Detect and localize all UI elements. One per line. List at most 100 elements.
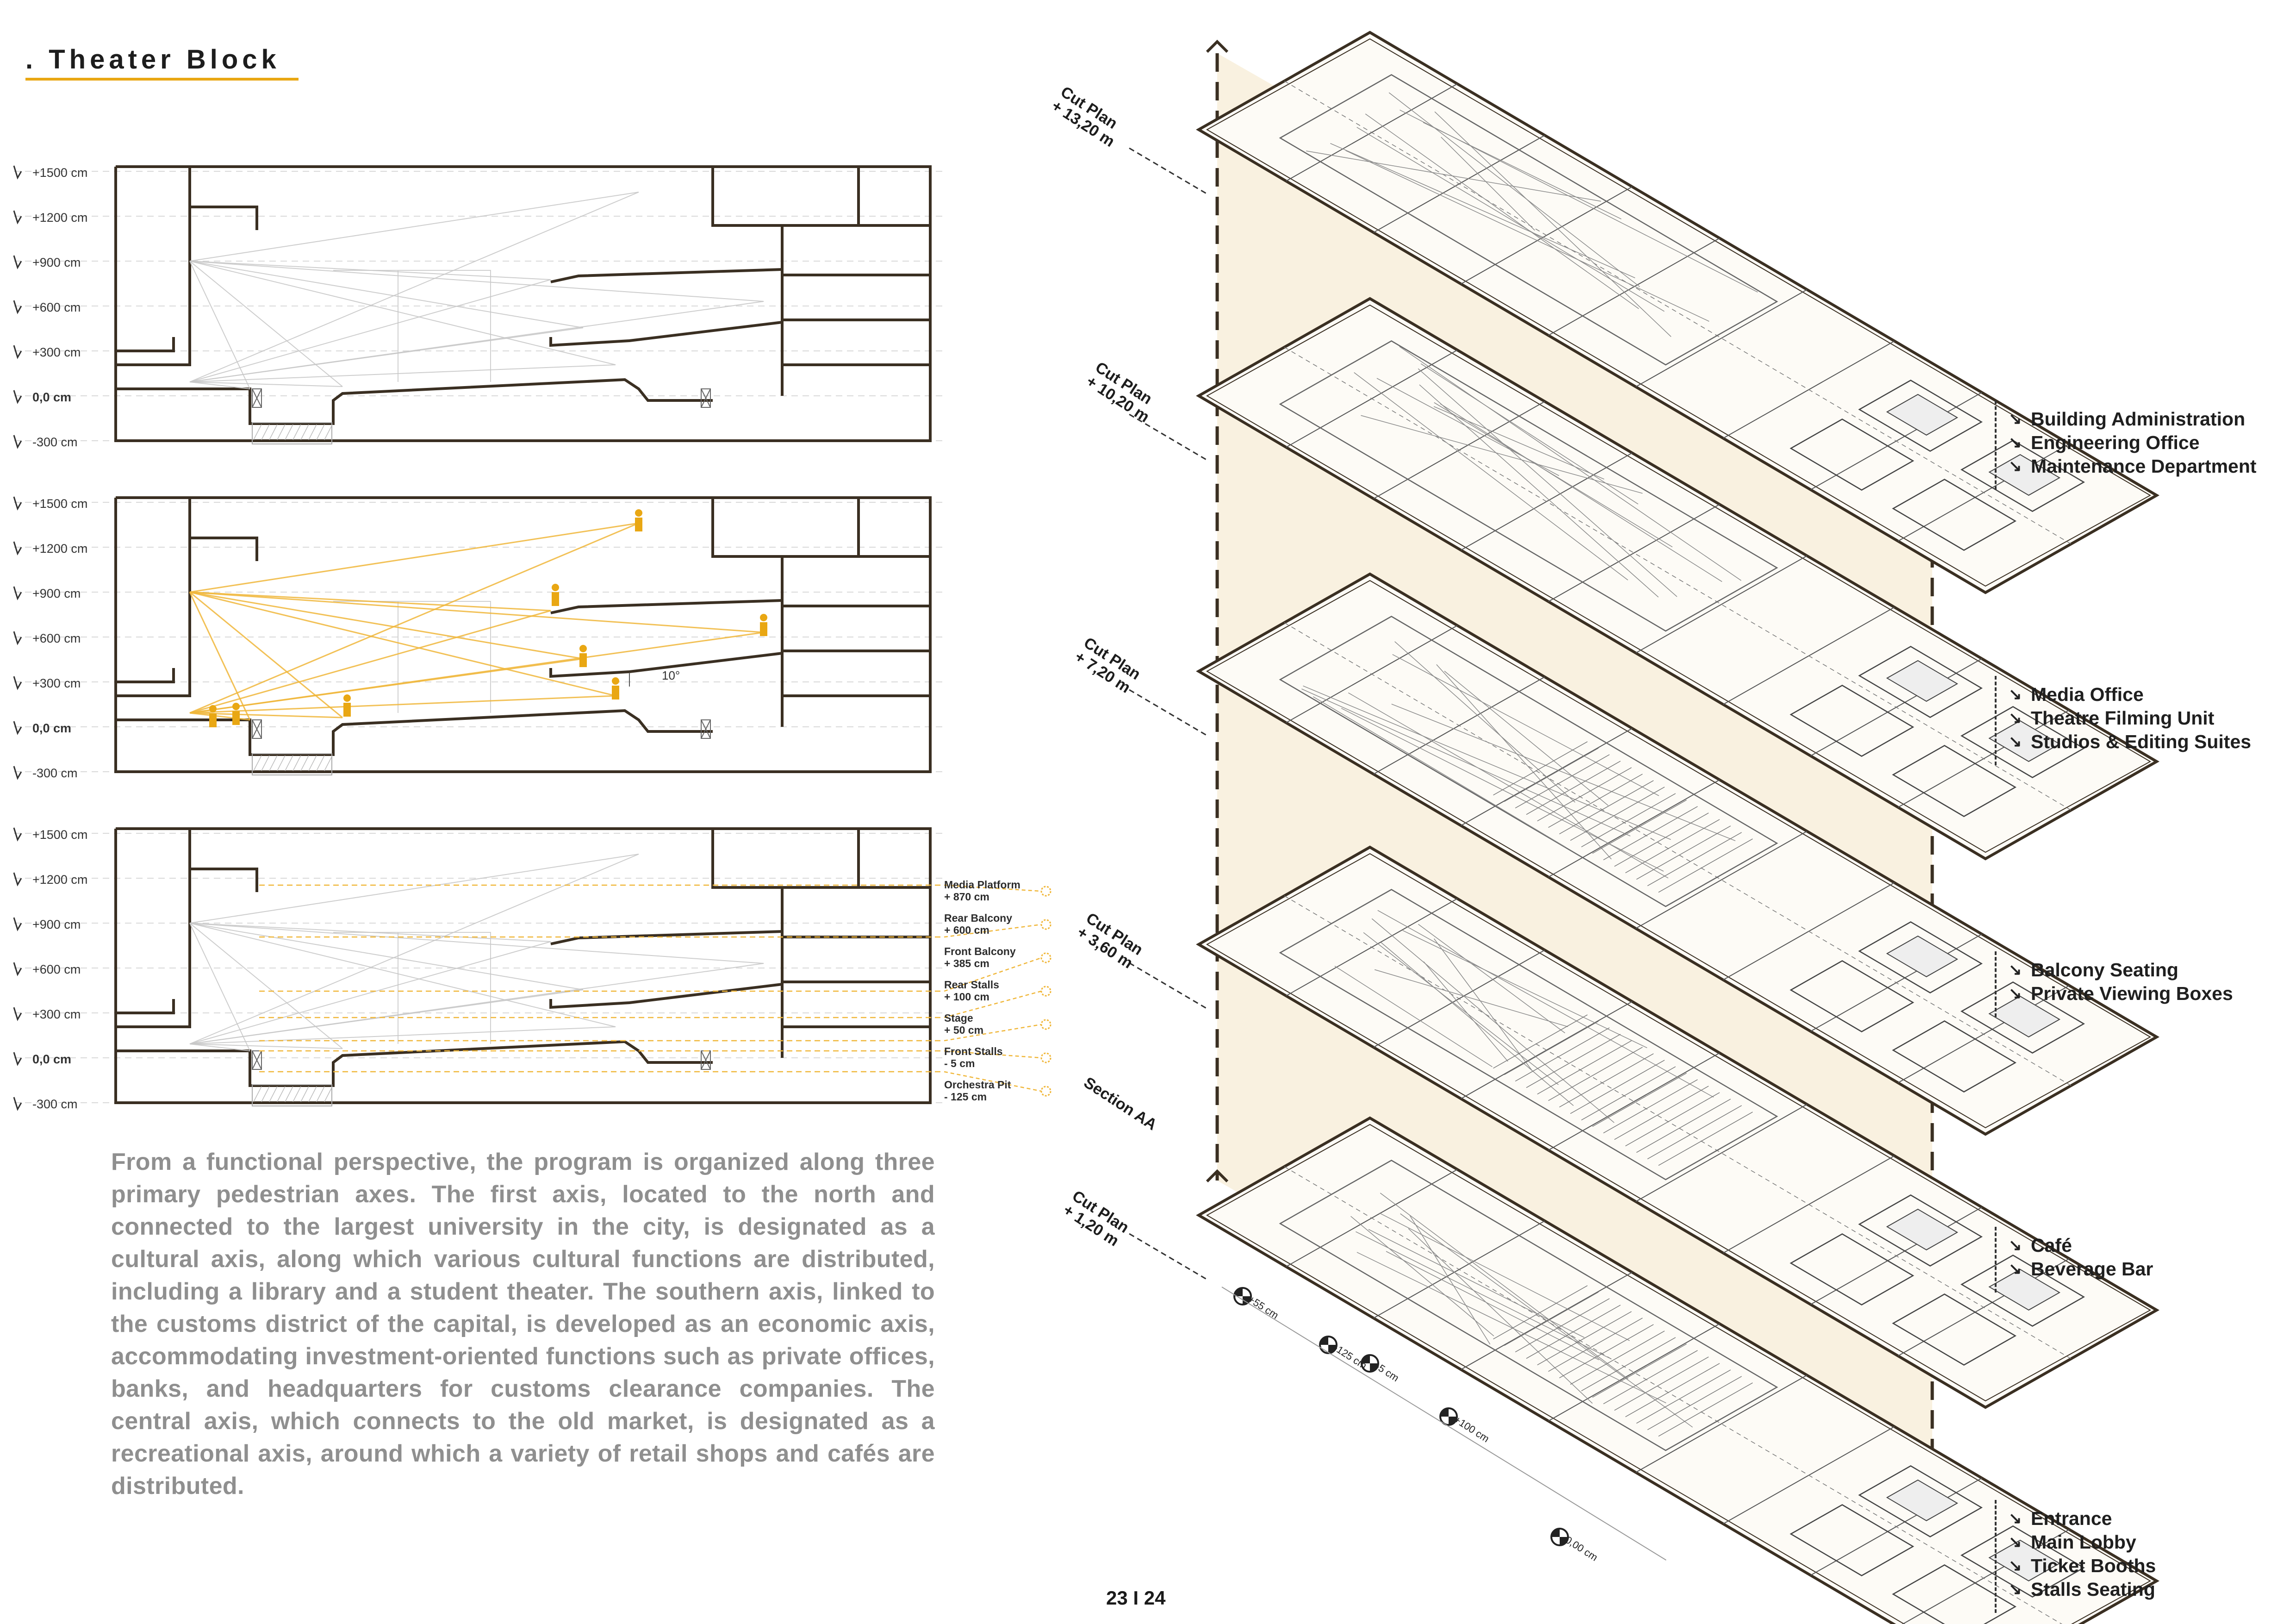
- left-low-slab: [116, 999, 174, 1013]
- pit-hatch: [269, 756, 277, 771]
- level-label: +1500 cm: [32, 497, 87, 511]
- column-brace: [252, 389, 261, 407]
- stage-grid: [333, 270, 491, 382]
- annotation-name: Rear Stalls: [944, 979, 999, 991]
- left-upper-box: [190, 538, 257, 561]
- program-item: ↘Entrance: [2009, 1507, 2156, 1530]
- sight-line: [190, 923, 616, 1027]
- slope-label: 10°: [662, 668, 680, 682]
- level-label: +300 cm: [32, 676, 81, 691]
- left-low-slab: [116, 337, 174, 351]
- section-drawing-2: 10°: [14, 497, 944, 778]
- section-annotation: Stage+ 50 cm: [944, 1012, 983, 1036]
- level-label: +1200 cm: [32, 211, 87, 225]
- program-item-label: Beverage Bar: [2031, 1258, 2153, 1280]
- level-label: 0,0 cm: [32, 1052, 71, 1067]
- program-list: ↘Building Administration↘Engineering Off…: [2009, 407, 2257, 478]
- program-item: ↘ Private Viewing Boxes: [2009, 982, 2233, 1006]
- pit-hatch: [317, 1087, 324, 1102]
- program-bracket-line: [1995, 400, 1997, 490]
- program-item-label: Private Viewing Boxes: [2031, 983, 2233, 1004]
- page-title: . Theater Block: [25, 44, 280, 75]
- program-item: ↘Studios & Editing Suites: [2009, 730, 2251, 754]
- program-bracket-line: [1995, 1227, 1997, 1293]
- annotation-name: Front Stalls: [944, 1045, 1003, 1057]
- section-drawing-1: [14, 166, 944, 447]
- annotation-value: + 385 cm: [944, 957, 1016, 969]
- annotation-value: + 100 cm: [944, 991, 999, 1003]
- program-item-label: Entrance: [2031, 1508, 2112, 1529]
- level-label: +600 cm: [32, 962, 81, 977]
- arrow-down-right-icon: ↘: [2009, 683, 2022, 706]
- pit-hatch: [324, 756, 332, 771]
- front-balcony: [551, 984, 782, 1007]
- stalls-floor: [116, 380, 713, 424]
- arrow-down-right-icon: ↘: [2009, 982, 2022, 1006]
- program-list: ↘Balcony Seating↘ Private Viewing Boxes: [2009, 958, 2233, 1006]
- figure-body: [760, 622, 767, 636]
- pit-hatch: [293, 425, 301, 440]
- column-brace: [701, 720, 710, 738]
- annotation-value: - 5 cm: [944, 1057, 1003, 1069]
- program-item: ↘Beverage Bar: [2009, 1257, 2153, 1281]
- pit-hatch: [309, 1087, 317, 1102]
- sight-line: [190, 280, 551, 382]
- pit-hatch: [317, 425, 324, 440]
- program-item: ↘Balcony Seating: [2009, 958, 2233, 982]
- rear-balcony: [551, 269, 782, 282]
- arrow-down-right-icon: ↘: [2009, 407, 2022, 431]
- pit-hatch: [285, 425, 293, 440]
- program-item: ↘ Building Administration: [2009, 407, 2257, 431]
- column-brace: [252, 1051, 261, 1069]
- level-label: 0,0 cm: [32, 390, 71, 405]
- arrow-down-right-icon: ↘: [2009, 1554, 2022, 1578]
- pit-hatch: [261, 756, 269, 771]
- front-balcony: [551, 322, 782, 345]
- theater-sections-drawing: 10°: [0, 139, 1064, 1139]
- pit-hatch: [301, 756, 309, 771]
- figure-head: [579, 645, 587, 652]
- section-annotation: Rear Balcony+ 600 cm: [944, 912, 1012, 936]
- pit-hatch: [317, 756, 324, 771]
- program-item: ↘Main Lobby: [2009, 1530, 2156, 1554]
- program-list: ↘Entrance↘Main Lobby↘Ticket Booths↘Stall…: [2009, 1507, 2156, 1601]
- program-item-label: Studios & Editing Suites: [2031, 731, 2251, 752]
- sight-line: [190, 261, 764, 301]
- pit-hatch: [309, 756, 317, 771]
- program-bracket-line: [1995, 676, 1997, 765]
- level-label: +300 cm: [32, 1007, 81, 1022]
- figure-head: [760, 614, 767, 621]
- arrow-down-right-icon: ↘: [2009, 431, 2022, 455]
- pit-hatch: [301, 425, 309, 440]
- annotation-name: Stage: [944, 1012, 983, 1024]
- program-item-label: Building Administration: [2031, 408, 2245, 430]
- pit-hatch: [324, 1087, 332, 1102]
- program-item-label: Media Office: [2031, 684, 2144, 705]
- annotation-value: + 50 cm: [944, 1024, 983, 1036]
- left-core-wall: [116, 498, 190, 696]
- level-label: +600 cm: [32, 300, 81, 315]
- program-bracket-line: [1995, 1500, 1997, 1613]
- annotation-value: + 600 cm: [944, 924, 1012, 936]
- figure-body: [612, 686, 619, 700]
- rear-balcony: [551, 600, 782, 613]
- stalls-floor: [116, 711, 713, 755]
- arrow-down-right-icon: ↘: [2009, 1234, 2022, 1257]
- column-brace: [701, 1051, 710, 1069]
- pit-hatch: [285, 756, 293, 771]
- left-low-slab: [116, 668, 174, 682]
- program-list: ↘Café↘Beverage Bar: [2009, 1234, 2153, 1281]
- cut-leader: [1129, 148, 1208, 194]
- annotation-name: Media Platform: [944, 879, 1020, 891]
- program-item: ↘Maintenance Department: [2009, 455, 2257, 478]
- cut-leader: [1129, 690, 1208, 736]
- stage-grid: [333, 932, 491, 1044]
- pit-hatch: [254, 425, 261, 440]
- program-item-label: Balcony Seating: [2031, 959, 2178, 981]
- figure-body: [232, 711, 240, 725]
- pit-hatch: [277, 756, 285, 771]
- program-item-label: Theatre Filming Unit: [2031, 707, 2214, 729]
- program-item: ↘Café: [2009, 1234, 2153, 1257]
- pit-hatch: [293, 1087, 301, 1102]
- cut-leader: [1129, 963, 1208, 1009]
